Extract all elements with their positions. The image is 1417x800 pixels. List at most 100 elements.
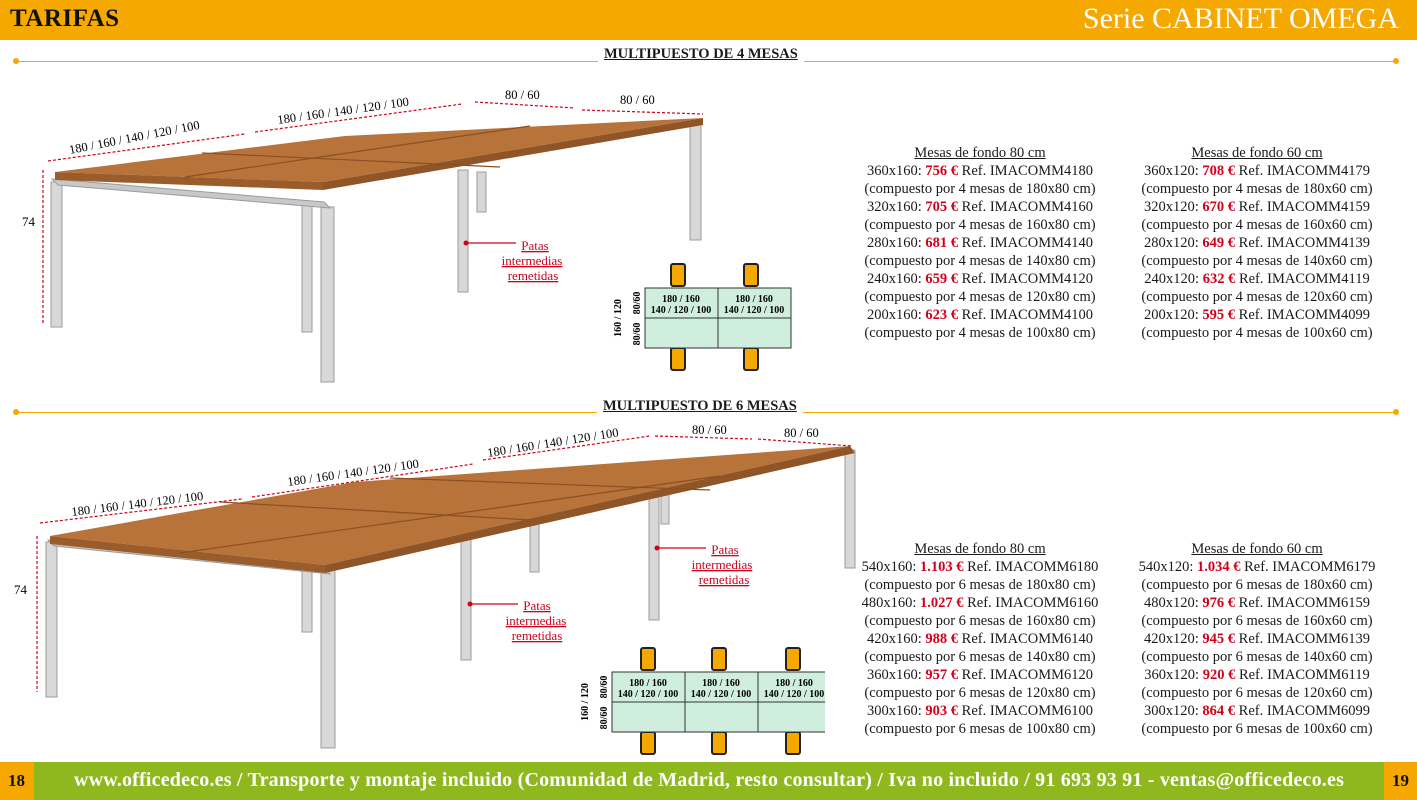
price-row-note: (compuesto por 4 mesas de 180x60 cm) — [1141, 181, 1373, 197]
plan-6-cell2-line1: 180 / 160 — [702, 678, 740, 689]
price-row: 320x120: 670 € Ref. IMACOMM4159 — [1144, 199, 1370, 215]
price-row-note: (compuesto por 6 mesas de 120x60 cm) — [1141, 685, 1373, 701]
plan-6-cell3-line2: 140 / 120 / 100 — [764, 689, 825, 700]
table-4-dim-side: 180 / 160 / 140 / 120 / 100 — [68, 118, 201, 157]
table-6-illustration: 180 / 160 / 140 / 120 / 100 180 / 160 / … — [14, 423, 856, 749]
price-row-note: (compuesto por 6 mesas de 160x80 cm) — [864, 613, 1096, 629]
price-row: 360x160: 957 € Ref. IMACOMM6120 — [867, 667, 1093, 683]
plan-4-chairs — [670, 263, 759, 371]
plan-4-desks — [644, 287, 792, 349]
plan-4-cell1-line2: 140 / 120 / 100 — [651, 305, 712, 316]
header-tarifas: TARIFAS — [10, 5, 120, 32]
price-row-note: (compuesto por 4 mesas de 160x60 cm) — [1141, 217, 1373, 233]
table-6-dim-lines — [36, 435, 853, 692]
price-row-note: (compuesto por 6 mesas de 180x80 cm) — [864, 577, 1096, 593]
table-4-illustration: 180 / 160 / 140 / 120 / 100 180 / 160 / … — [22, 88, 704, 383]
price-row: 300x120: 864 € Ref. IMACOMM6099 — [1144, 703, 1370, 719]
price-row: 300x160: 903 € Ref. IMACOMM6100 — [867, 703, 1093, 719]
price-row-note: (compuesto por 4 mesas de 100x80 cm) — [864, 325, 1096, 341]
price-row-note: (compuesto por 4 mesas de 100x60 cm) — [1141, 325, 1373, 341]
price-table-4-fondo60: Mesas de fondo 60 cm 360x120: 708 € Ref.… — [1132, 144, 1382, 342]
price-row-note: (compuesto por 4 mesas de 180x80 cm) — [864, 181, 1096, 197]
price-row: 420x160: 988 € Ref. IMACOMM6140 — [867, 631, 1093, 647]
price-row-note: (compuesto por 4 mesas de 120x60 cm) — [1141, 289, 1373, 305]
price-row-note: (compuesto por 6 mesas de 160x60 cm) — [1141, 613, 1373, 629]
footer-bar: 18 www.officedeco.es / Transporte y mont… — [0, 762, 1417, 800]
patas-6a-line2: intermedias — [692, 557, 753, 572]
patas-6a-line3: remetidas — [699, 572, 750, 587]
plan-6-cell2-line2: 140 / 120 / 100 — [691, 689, 752, 700]
plan-4-cell2-line2: 140 / 120 / 100 — [724, 305, 785, 316]
plan-6-desks — [611, 671, 825, 733]
table-4-60-heading: Mesas de fondo 60 cm — [1191, 145, 1323, 161]
price-row: 480x120: 976 € Ref. IMACOMM6159 — [1144, 595, 1370, 611]
price-row: 420x120: 945 € Ref. IMACOMM6139 — [1144, 631, 1370, 647]
patas-6b-line2: intermedias — [506, 613, 567, 628]
table-6-60-heading: Mesas de fondo 60 cm — [1191, 541, 1323, 557]
patas-6b-line3: remetidas — [512, 628, 563, 643]
price-row-note: (compuesto por 4 mesas de 140x60 cm) — [1141, 253, 1373, 269]
page-number-right: 19 — [1392, 771, 1409, 790]
plan-6-cell3-line1: 180 / 160 — [775, 678, 813, 689]
price-row: 200x120: 595 € Ref. IMACOMM4099 — [1144, 307, 1370, 323]
table-4-dim-height: 74 — [22, 214, 36, 229]
table-6-dim-height: 74 — [14, 582, 28, 597]
table-4-dim-lines — [42, 101, 704, 324]
table-6-dim-depth1: 80 / 60 — [692, 423, 727, 437]
plan-4-side-top: 80/60 — [632, 292, 643, 315]
plan-6-side-outer: 160 / 120 — [580, 683, 591, 721]
price-row: 280x160: 681 € Ref. IMACOMM4140 — [867, 235, 1093, 251]
price-row-note: (compuesto por 6 mesas de 100x60 cm) — [1141, 721, 1373, 737]
plan-6-side-top: 80/60 — [599, 676, 610, 699]
patas-6b-line1: Patas — [523, 598, 550, 613]
price-row: 540x160: 1.103 € Ref. IMACOMM6180 — [861, 559, 1099, 575]
table-4-top — [55, 118, 703, 190]
patas-6b-label-pointer — [467, 601, 518, 607]
price-row-note: (compuesto por 6 mesas de 140x80 cm) — [864, 649, 1096, 665]
price-row: 360x160: 756 € Ref. IMACOMM4180 — [867, 163, 1093, 179]
table-4-80-heading: Mesas de fondo 80 cm — [914, 145, 1046, 161]
patas-6a-line1: Patas — [711, 542, 738, 557]
plan-4-side-bottom: 80/60 — [632, 323, 643, 346]
price-row: 200x160: 623 € Ref. IMACOMM4100 — [867, 307, 1093, 323]
header-series: Serie CABINET OMEGA — [1082, 2, 1399, 35]
price-row-note: (compuesto por 6 mesas de 180x60 cm) — [1141, 577, 1373, 593]
price-row-note: (compuesto por 4 mesas de 160x80 cm) — [864, 217, 1096, 233]
section4-title: MULTIPUESTO DE 4 MESAS — [598, 46, 804, 63]
price-row: 240x120: 632 € Ref. IMACOMM4119 — [1144, 271, 1370, 287]
table-4-dim-depth1: 80 / 60 — [505, 88, 540, 102]
patas-6a-label-pointer — [654, 545, 706, 551]
plan-4-diagram: 180 / 160 140 / 120 / 100 180 / 160 140 … — [613, 263, 792, 371]
patas-4-line1: Patas — [521, 238, 548, 253]
price-row: 280x120: 649 € Ref. IMACOMM4139 — [1144, 235, 1370, 251]
price-table-4-fondo80: Mesas de fondo 80 cm 360x160: 756 € Ref.… — [855, 144, 1105, 342]
table-4-legs — [50, 121, 702, 383]
page-number-left: 18 — [8, 771, 25, 790]
table-6-80-heading: Mesas de fondo 80 cm — [914, 541, 1046, 557]
price-row: 240x160: 659 € Ref. IMACOMM4120 — [867, 271, 1093, 287]
plan-6-cell1-line1: 180 / 160 — [629, 678, 667, 689]
patas-4-label-pointer — [463, 240, 516, 246]
price-row: 540x120: 1.034 € Ref. IMACOMM6179 — [1138, 559, 1376, 575]
price-row-note: (compuesto por 4 mesas de 120x80 cm) — [864, 289, 1096, 305]
table-6-dim-depth2: 80 / 60 — [784, 426, 819, 440]
price-row: 320x160: 705 € Ref. IMACOMM4160 — [867, 199, 1093, 215]
price-row-note: (compuesto por 6 mesas de 140x60 cm) — [1141, 649, 1373, 665]
footer-contact-text: www.officedeco.es / Transporte y montaje… — [73, 769, 1345, 791]
table-4-dim-side2: 180 / 160 / 140 / 120 / 100 — [276, 95, 409, 127]
plan-4-side-outer: 160 / 120 — [613, 299, 624, 337]
price-table-6-fondo80: Mesas de fondo 80 cm 540x160: 1.103 € Re… — [855, 540, 1105, 738]
plan-6-cell1-line2: 140 / 120 / 100 — [618, 689, 679, 700]
price-row: 360x120: 708 € Ref. IMACOMM4179 — [1144, 163, 1370, 179]
table-6-top — [50, 446, 855, 573]
price-row-note: (compuesto por 6 mesas de 120x80 cm) — [864, 685, 1096, 701]
plan-6-diagram: 180 / 160 140 / 120 / 100 180 / 160 140 … — [580, 647, 825, 755]
table-4-dim-depth2: 80 / 60 — [620, 93, 655, 107]
price-table-6-fondo60: Mesas de fondo 60 cm 540x120: 1.034 € Re… — [1132, 540, 1382, 738]
patas-4-line3: remetidas — [508, 268, 559, 283]
price-row-note: (compuesto por 4 mesas de 140x80 cm) — [864, 253, 1096, 269]
price-row-note: (compuesto por 6 mesas de 100x80 cm) — [864, 721, 1096, 737]
plan-4-cell2-line1: 180 / 160 — [735, 294, 773, 305]
header-bar: TARIFAS Serie CABINET OMEGA — [0, 0, 1417, 40]
patas-4-line2: intermedias — [502, 253, 563, 268]
